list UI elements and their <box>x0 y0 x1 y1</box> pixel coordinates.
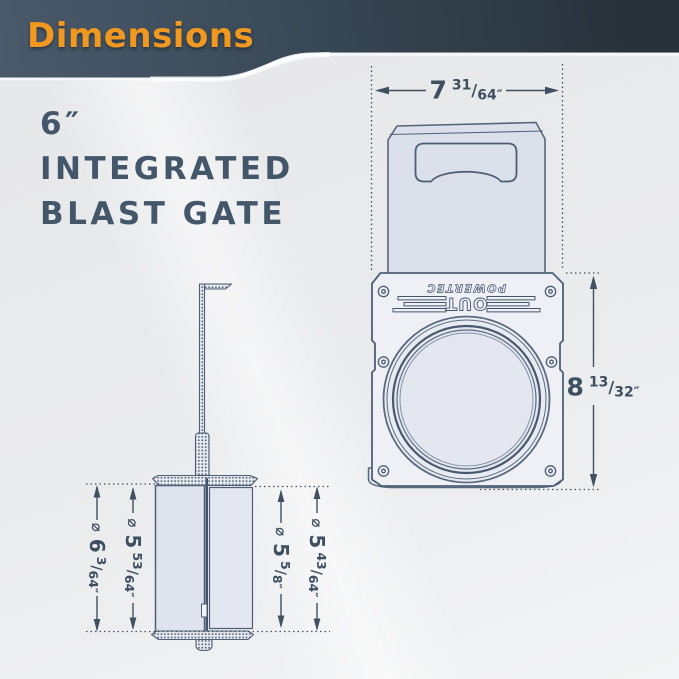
dim-whole: 8 <box>566 372 584 402</box>
dim-whole: 5 <box>121 534 145 549</box>
out-text: OUT <box>445 293 488 313</box>
dim-numerator: 53 <box>130 552 145 570</box>
dim-denominator: 64 <box>477 87 497 104</box>
handle-cutout <box>414 142 518 183</box>
heading-size-line: 6″ <box>40 106 83 142</box>
heading-line-2: INTEGRATED <box>40 151 294 187</box>
dim-numerator: 13 <box>588 374 609 391</box>
diameter-dimension-label-1: ⌀63/64″ <box>85 523 109 594</box>
inch-mark: ″ <box>496 88 503 104</box>
dim-denominator: 64 <box>86 570 101 588</box>
inch-mark: ″ <box>306 592 320 598</box>
dim-denominator: 64 <box>306 574 321 593</box>
diameter-icon: ⌀ <box>272 527 290 537</box>
product-heading: 6″ INTEGRATED BLAST GATE <box>40 102 294 237</box>
arrow-down-icon <box>589 474 598 488</box>
out-side-bars <box>392 296 541 313</box>
header-banner-shape <box>0 0 679 82</box>
screws <box>377 285 558 477</box>
fraction-slash: / <box>471 80 478 100</box>
dim-denominator: 64 <box>122 574 137 593</box>
side-view-drawing <box>150 283 259 652</box>
dim-whole: 5 <box>269 543 293 558</box>
dim-numerator: 3 <box>94 556 109 566</box>
dim-whole: 6 <box>85 538 109 553</box>
diameter-icon: ⌀ <box>124 518 142 528</box>
banner-title: Dimensions <box>27 16 255 56</box>
height-dimension-line <box>480 272 600 491</box>
arrow-left-icon <box>375 86 389 95</box>
dim-numerator: 5 <box>278 561 293 570</box>
inch-mark: ″ <box>86 587 100 594</box>
brand-text: POWERTEC <box>426 282 506 295</box>
diameter-icon: ⌀ <box>88 522 106 532</box>
diameter-dimension-label-4: ⌀543/64″ <box>305 518 329 597</box>
side-body-near <box>154 484 206 633</box>
dim-denominator: 32 <box>614 384 634 401</box>
side-dimension-lines <box>86 483 330 633</box>
diameter-dimension-label-2: ⌀553/64″ <box>121 518 145 597</box>
inch-mark: ″ <box>122 592 136 598</box>
dim-whole: 5 <box>305 534 329 549</box>
width-dimension-line <box>370 64 564 271</box>
inch-mark: ″ <box>270 583 284 589</box>
dim-whole: 7 <box>429 75 447 105</box>
diameter-dimension-label-3: ⌀55/8″ <box>269 527 293 589</box>
diameter-icon: ⌀ <box>308 518 326 528</box>
fraction-slash: / <box>608 377 615 397</box>
dim-numerator: 43 <box>314 552 329 570</box>
side-body-far <box>208 486 254 630</box>
inch-mark: ″ <box>633 385 640 401</box>
dim-numerator: 31 <box>451 77 472 94</box>
arrow-right-icon <box>545 86 559 95</box>
heading-line-3: BLAST GATE <box>40 196 286 232</box>
arrow-up-icon <box>589 275 598 289</box>
port-circle <box>382 315 551 484</box>
front-view-drawing: POWERTEC OUT <box>367 121 564 489</box>
